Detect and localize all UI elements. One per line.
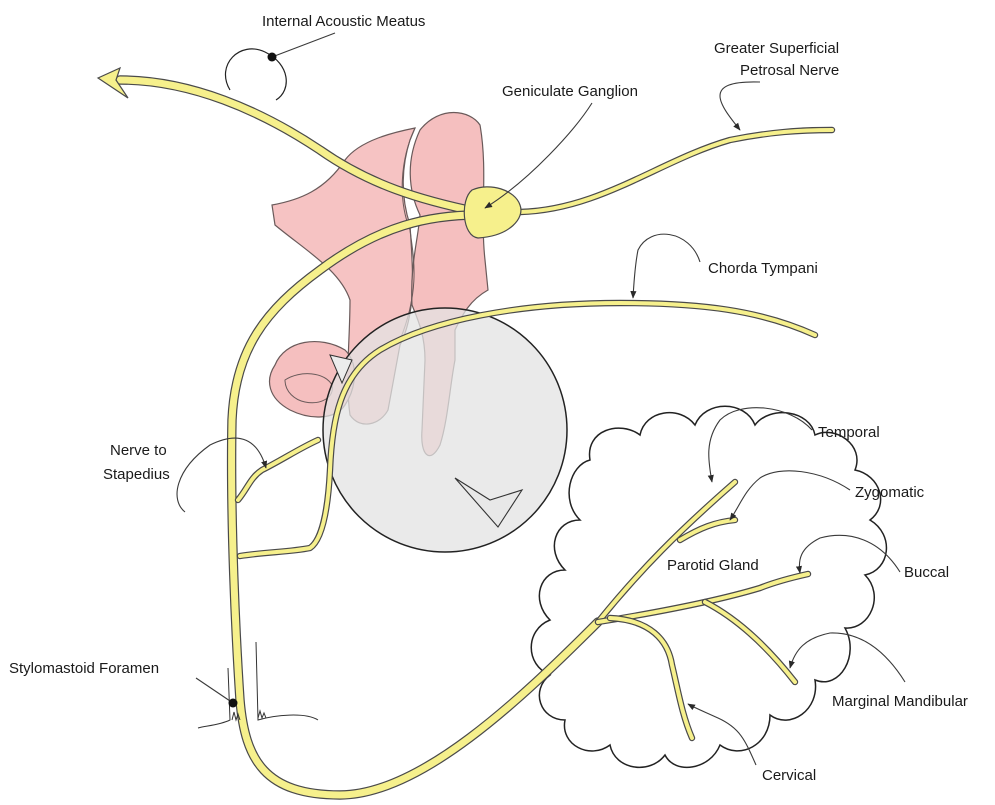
label-nerve-to-stapedius-1: Nerve to <box>110 442 167 459</box>
nerve-to-stapedius-outline <box>238 440 318 500</box>
label-greater-superficial-petrosal-2: Petrosal Nerve <box>740 62 839 79</box>
greater-superficial-petrosal-nerve-outline <box>520 130 832 212</box>
leader-greater-superficial-petrosal <box>720 82 760 130</box>
label-nerve-to-stapedius-2: Stapedius <box>103 466 170 483</box>
leader-stylomastoid-foramen <box>196 678 233 703</box>
leader-internal-acoustic-meatus <box>272 33 335 57</box>
label-buccal: Buccal <box>904 564 949 581</box>
label-geniculate-ganglion: Geniculate Ganglion <box>502 83 638 100</box>
pointer-dot-icon <box>229 699 238 708</box>
middle-ear-circle <box>323 308 567 552</box>
label-parotid-gland: Parotid Gland <box>667 557 759 574</box>
greater-superficial-petrosal-nerve <box>520 130 832 212</box>
label-greater-superficial-petrosal-1: Greater Superficial <box>714 40 839 57</box>
leader-chorda-tympani <box>633 234 700 298</box>
stylomastoid-foramen-marker <box>198 642 318 728</box>
label-internal-acoustic-meatus: Internal Acoustic Meatus <box>262 13 425 30</box>
label-chorda-tympani: Chorda Tympani <box>708 260 818 277</box>
label-stylomastoid-foramen: Stylomastoid Foramen <box>9 660 159 677</box>
label-zygomatic: Zygomatic <box>855 484 925 501</box>
label-marginal-mandibular: Marginal Mandibular <box>832 693 968 710</box>
label-cervical: Cervical <box>762 767 816 784</box>
geniculate-ganglion-shape <box>464 187 521 238</box>
meatus-loop <box>225 49 286 100</box>
pointer-dot-icon <box>268 53 277 62</box>
label-temporal: Temporal <box>818 424 880 441</box>
